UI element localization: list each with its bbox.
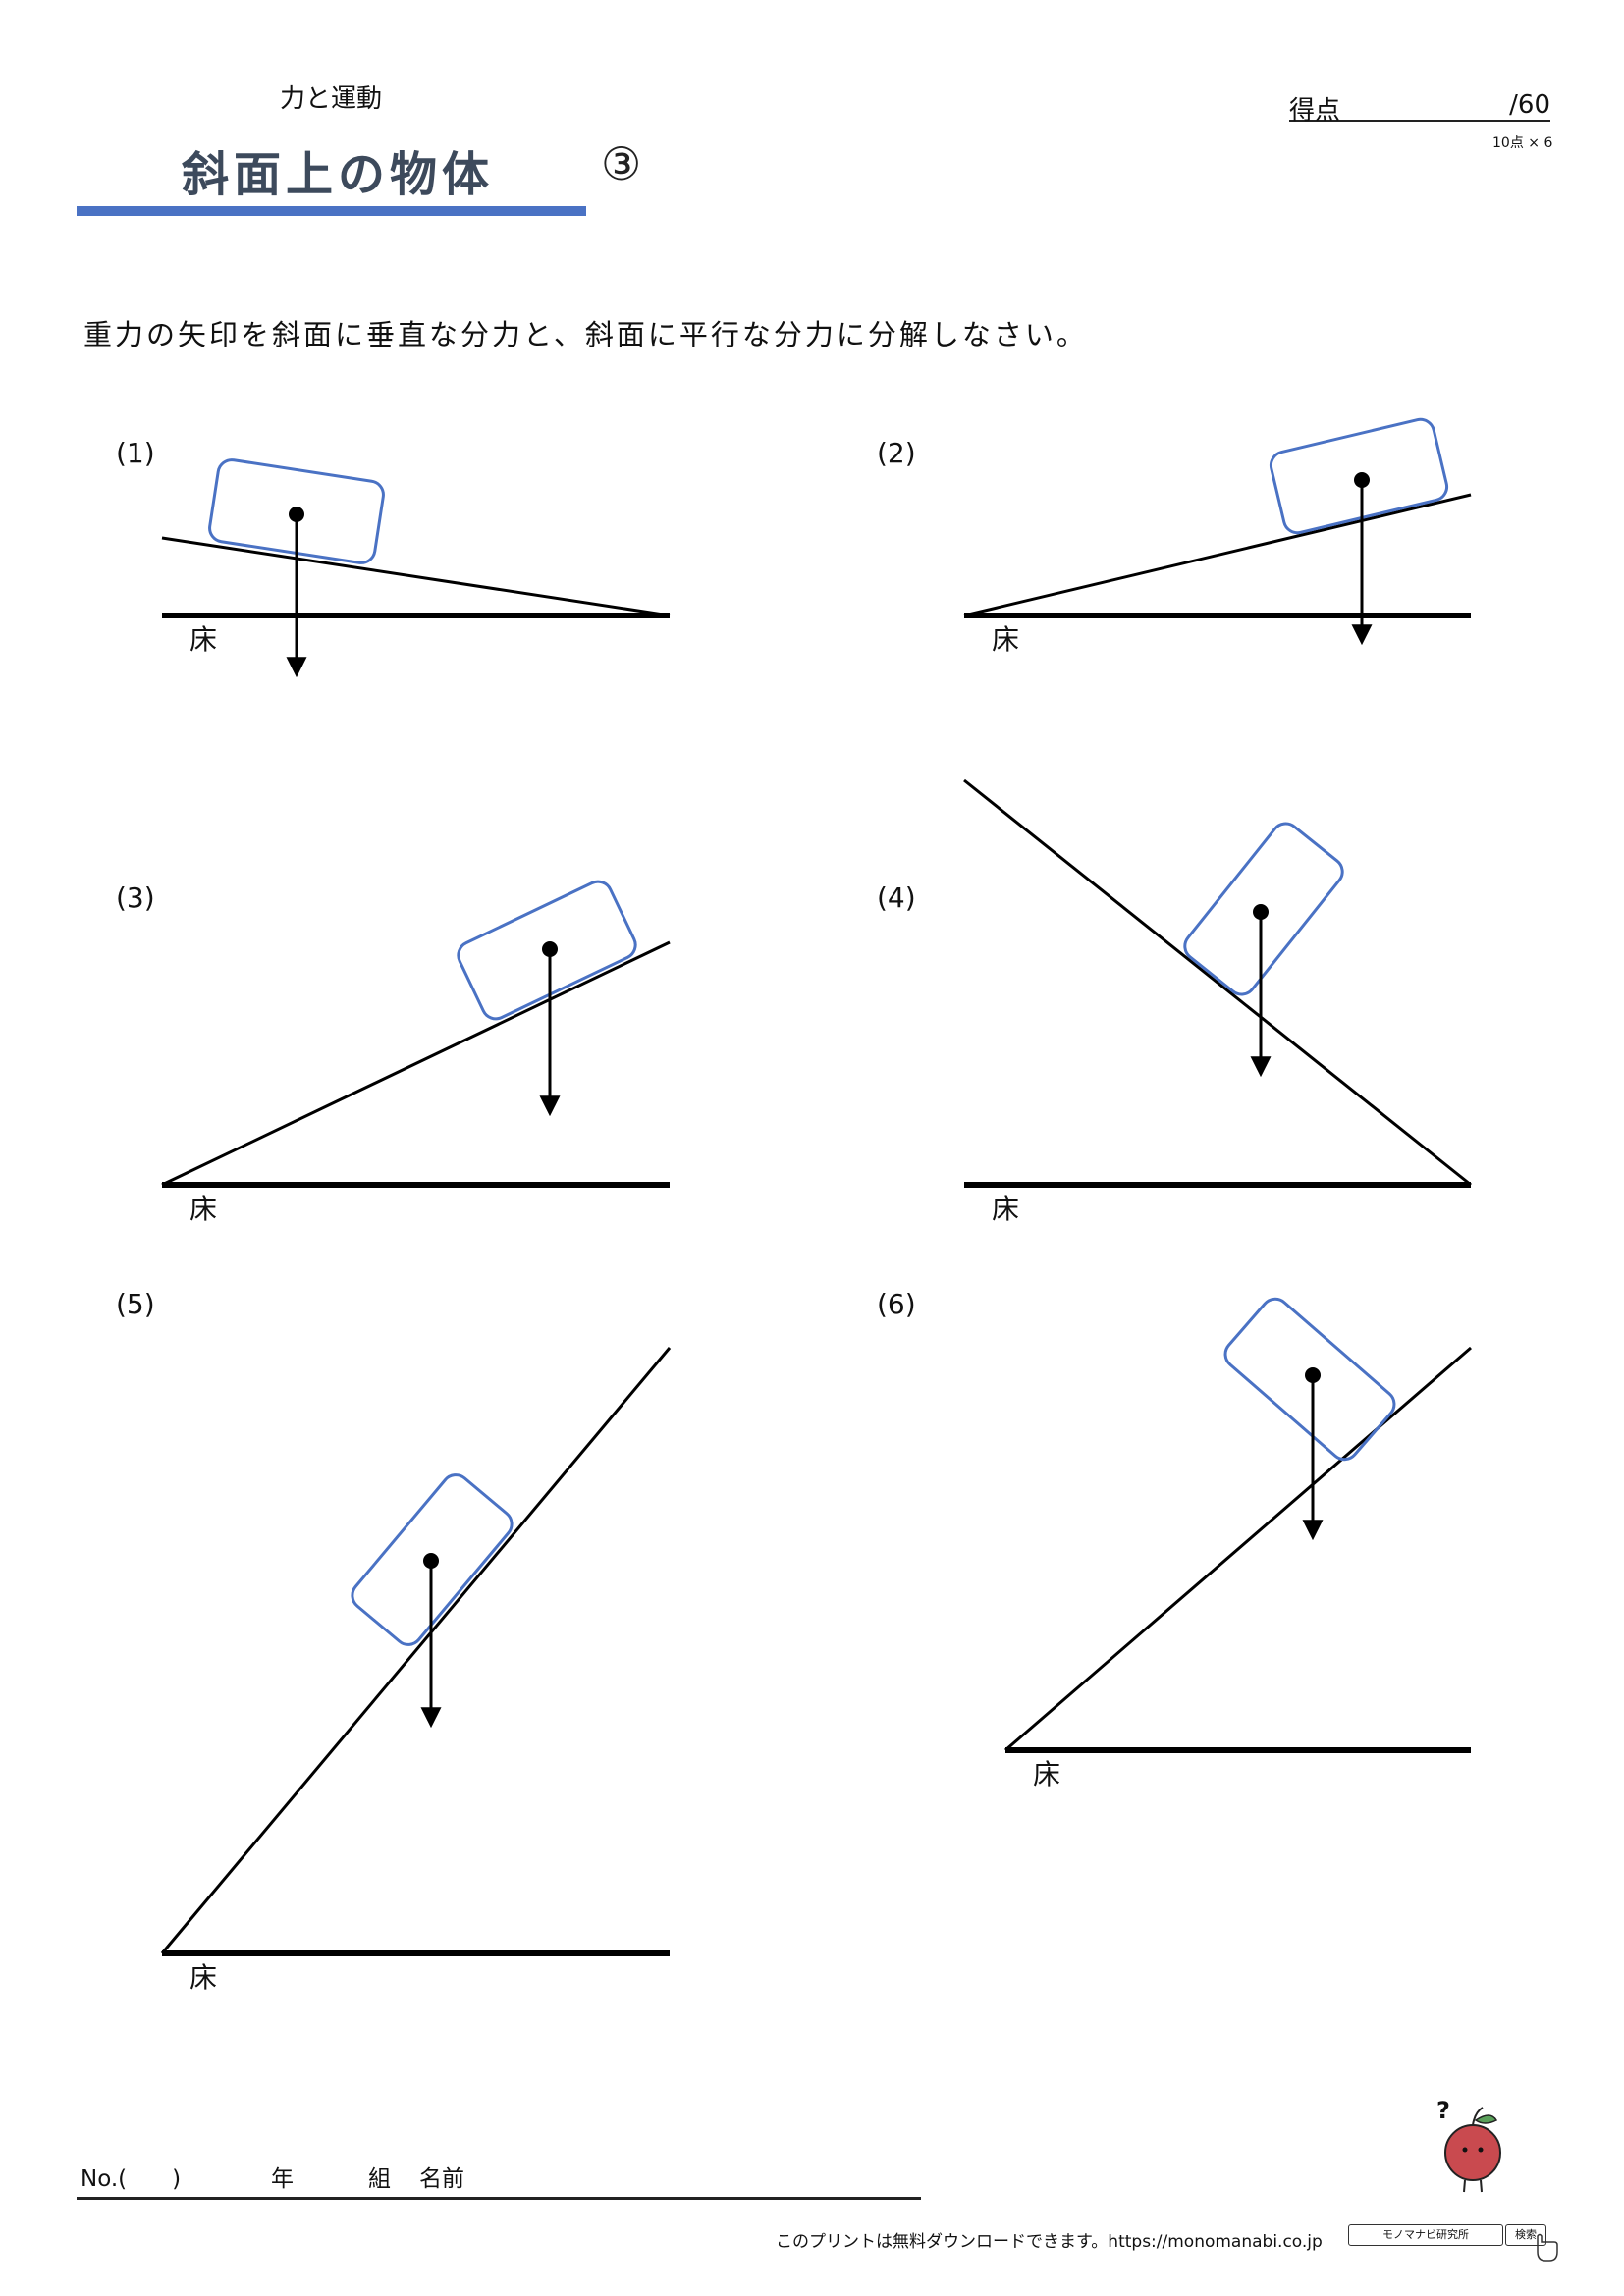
problem-5-floor-label: 床 <box>189 1961 218 1994</box>
subject-label: 力と運動 <box>280 84 383 114</box>
problem-4-figure <box>963 778 1472 1188</box>
slope-line <box>160 1347 672 1954</box>
name-label: 名前 <box>419 2166 464 2192</box>
points-note: 10点 × 6 <box>1492 135 1553 151</box>
class-label: 組 <box>368 2166 391 2192</box>
problem-3-label: (3) <box>116 881 155 914</box>
year-label: 年 <box>271 2166 294 2192</box>
page-title: 斜面上の物体 <box>182 147 495 202</box>
apple-mascot-icon: ? <box>1436 2097 1501 2193</box>
footer-name-line <box>77 2197 921 2200</box>
search-button[interactable]: 検索 <box>1505 2224 1546 2246</box>
problem-4-floor-label: 床 <box>992 1193 1020 1225</box>
slope-line <box>161 940 671 1187</box>
problem-3-floor-label: 床 <box>189 1193 218 1225</box>
slope-line <box>161 536 671 617</box>
site-search-box[interactable]: モノマナビ研究所 <box>1348 2224 1503 2246</box>
problem-3-figure <box>161 880 671 1188</box>
slope-line <box>963 778 1472 1187</box>
svg-text:?: ? <box>1436 2097 1450 2124</box>
title-underline <box>77 206 586 216</box>
score-field[interactable]: 得点 /60 <box>1289 90 1550 126</box>
block <box>1269 417 1449 535</box>
problem-4-label: (4) <box>877 881 916 914</box>
problem-1-floor-label: 床 <box>189 623 218 656</box>
hand-cursor-icon <box>1537 2233 1558 2262</box>
problem-1-label: (1) <box>116 437 155 469</box>
score-label: 得点 <box>1289 96 1341 126</box>
block <box>1223 1297 1396 1462</box>
download-credit: このプリントは無料ダウンロードできます。https://monomanabi.c… <box>776 2232 1323 2252</box>
problem-5-label: (5) <box>116 1288 155 1320</box>
score-total: /60 <box>1509 90 1550 120</box>
instruction-text: 重力の矢印を斜面に垂直な分力と、斜面に平行な分力に分解しなさい。 <box>83 318 1088 351</box>
block <box>1183 822 1344 996</box>
block <box>457 880 637 1021</box>
slope-line <box>1004 1346 1472 1752</box>
block <box>351 1473 514 1646</box>
problem-6-label: (6) <box>877 1288 916 1320</box>
sheet-number: ③ <box>601 137 642 190</box>
student-number-field[interactable]: No.( ) <box>81 2166 182 2192</box>
slope-line <box>963 493 1472 617</box>
problem-1-figure <box>161 458 671 678</box>
problem-6-floor-label: 床 <box>1033 1758 1061 1790</box>
block <box>208 458 385 564</box>
problem-2-label: (2) <box>877 437 916 469</box>
problem-6-figure <box>1004 1297 1472 1753</box>
problem-2-floor-label: 床 <box>992 623 1020 656</box>
problem-5-figure <box>160 1347 672 1956</box>
problem-2-figure <box>963 417 1472 646</box>
